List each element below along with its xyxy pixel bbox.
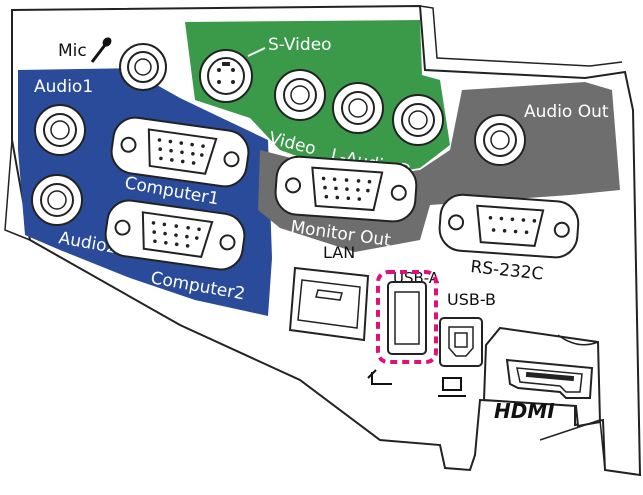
s-video-label: S-Video [268, 35, 332, 55]
usb-a-port-icon [367, 369, 392, 385]
audio-r-jack [392, 94, 444, 146]
monitor-out-vga-port [274, 155, 418, 223]
computer1-vga-port [110, 116, 250, 188]
usb-a-port [387, 281, 427, 355]
audio-l-jack [332, 82, 384, 134]
audio1-label: Audio1 [34, 77, 93, 97]
lan-port [288, 266, 370, 342]
s-video-port [199, 49, 253, 103]
lan-label: LAN [323, 243, 355, 262]
hdmi-bay-notch [557, 334, 599, 346]
mic-jack [119, 43, 167, 91]
usb-b-label: USB-B [447, 290, 496, 309]
computer2-vga-port [104, 199, 246, 271]
hdmi-port [505, 358, 594, 399]
housing-lip [539, 418, 606, 471]
usb-b-port-icon [438, 377, 466, 397]
audio1-jack [34, 104, 86, 156]
mic-label: Mic [58, 41, 87, 61]
audio-out-jack [474, 114, 526, 166]
usb-a-highlight [376, 270, 438, 364]
housing-inner-edge [4, 5, 623, 241]
video-jack [274, 69, 326, 121]
rs232c-port [438, 193, 580, 259]
audio2-jack [31, 174, 83, 226]
audio-out-label: Audio Out [524, 102, 609, 122]
usb-b-port [439, 317, 483, 367]
hdmi-label: HDMI [494, 399, 555, 423]
microphone-icon [90, 37, 112, 63]
s-video-leader [247, 47, 266, 57]
